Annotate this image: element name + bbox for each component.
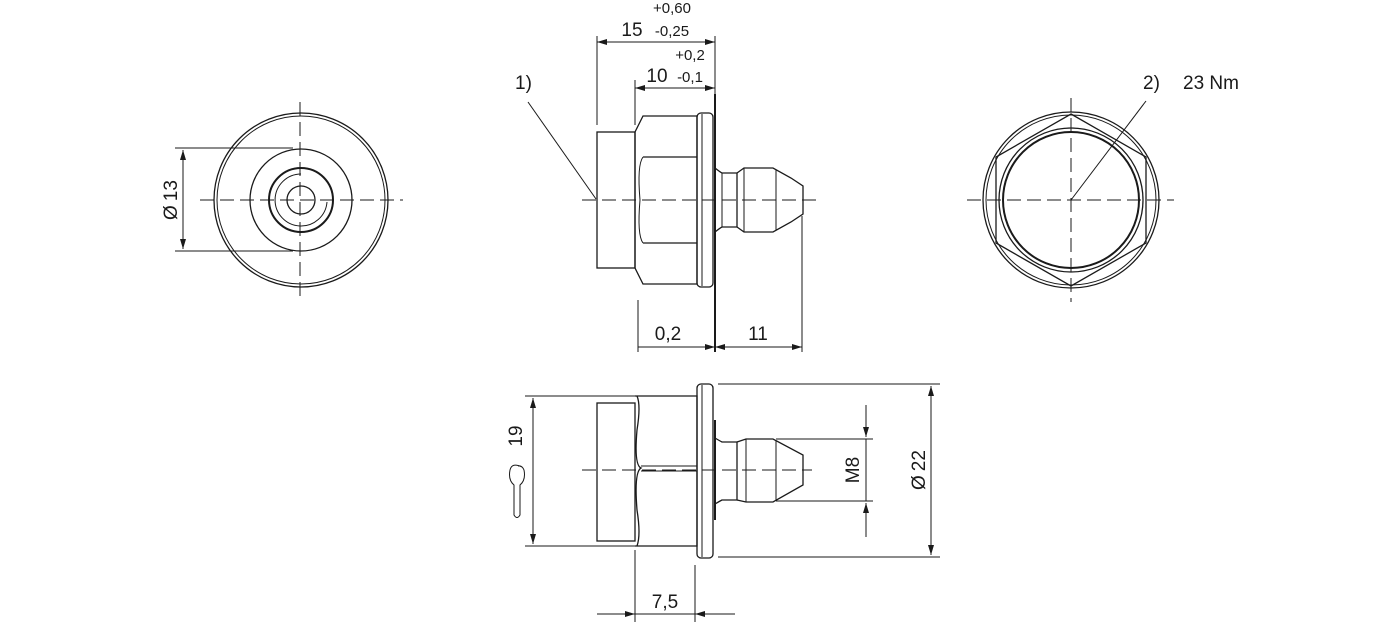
hex-length-upper-tol: +0,2 (675, 47, 705, 64)
end-view-right: 2) 23 Nm (967, 73, 1239, 302)
hex-length-7-5-label: 7,5 (652, 592, 678, 613)
diameter-22-label: Ø22 (909, 450, 930, 490)
length-15-lower-tol: -0,25 (655, 23, 689, 40)
side-view-bottom: 19 M8 Ø22 7,5 (506, 383, 940, 622)
diameter-13-label: Ø13 (161, 180, 182, 220)
side-view-top: 15 +0,60 -0,25 10 +0,2 -0,1 1) 0,2 11 (515, 0, 818, 352)
length-15-label: 15 (621, 20, 642, 41)
thread-m8-label: M8 (843, 457, 864, 483)
wrench-size-19-label: 19 (506, 425, 527, 446)
hex-length-lower-tol: -0,1 (677, 69, 703, 86)
gap-0-2-label: 0,2 (655, 324, 681, 345)
hex-length-10-label: 10 (646, 66, 667, 87)
length-15-upper-tol: +0,60 (653, 0, 691, 17)
end-view-left: Ø13 (161, 102, 403, 298)
callout-2: 2) (1143, 73, 1160, 94)
torque-label: 23 Nm (1183, 73, 1239, 94)
callout-1: 1) (515, 73, 532, 94)
wrench-icon (509, 464, 525, 518)
connector-11-label: 11 (748, 324, 768, 345)
